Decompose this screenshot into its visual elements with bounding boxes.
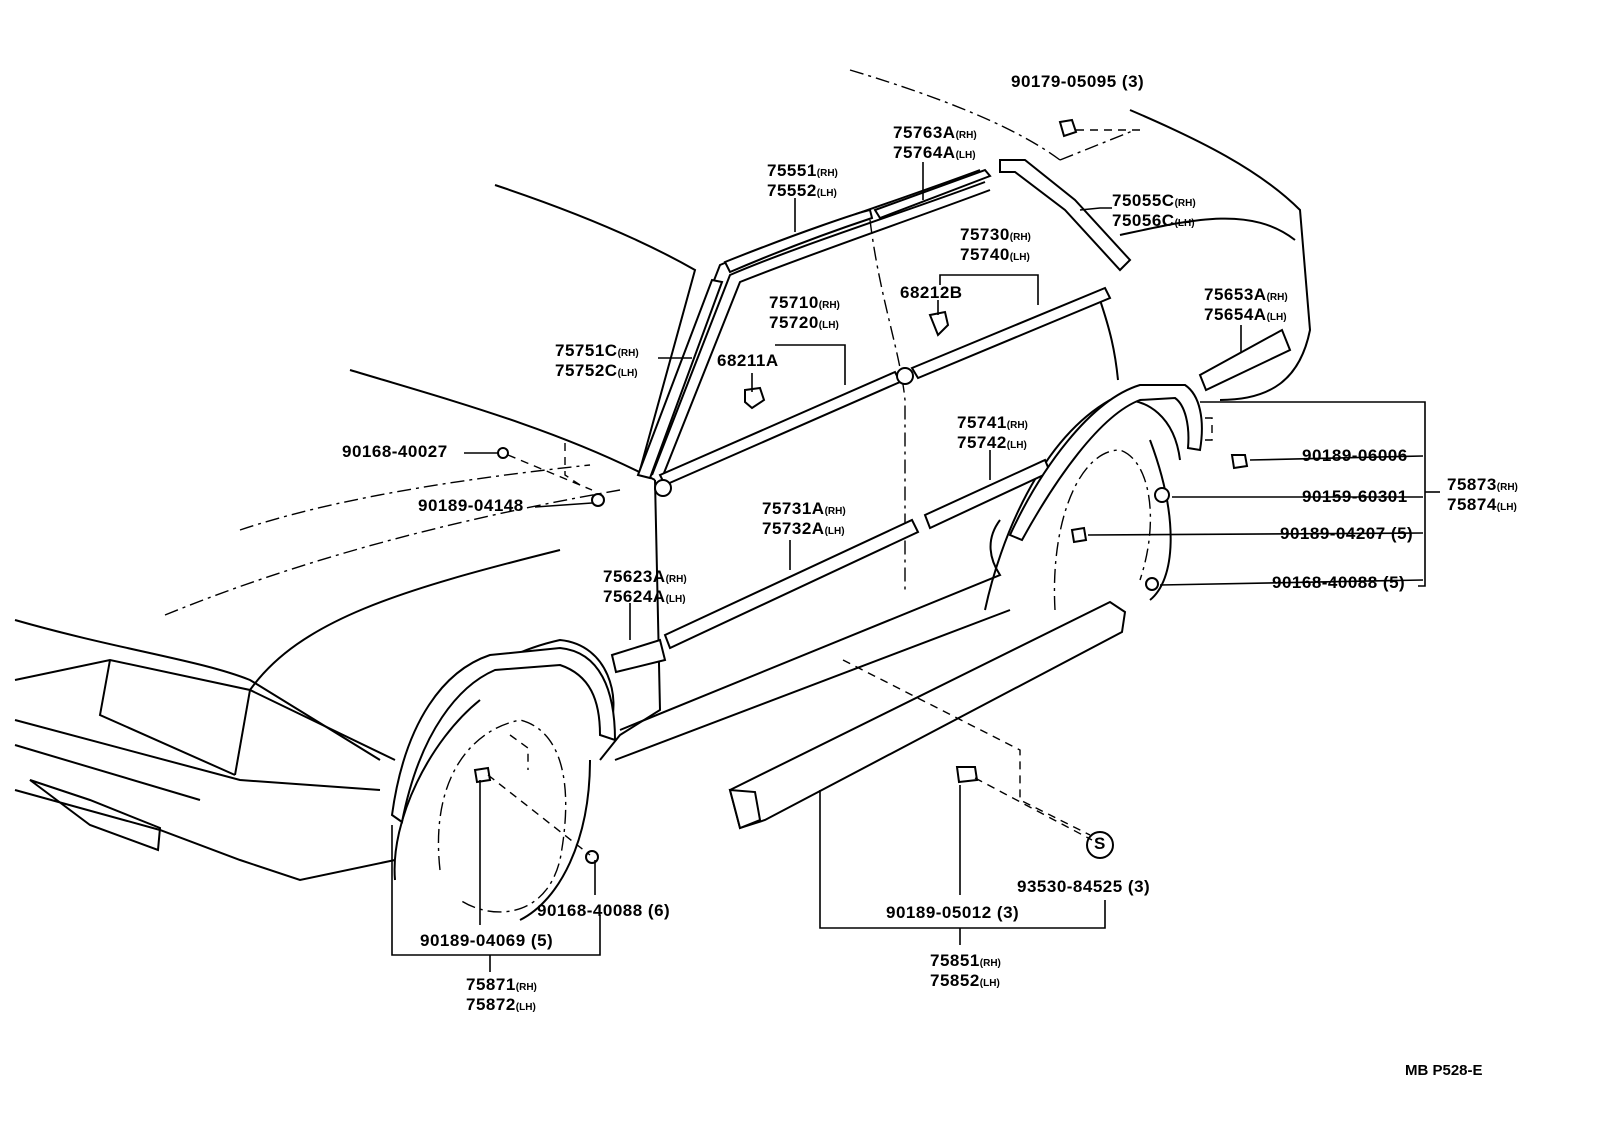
label-75763A-75764A: 75763A(RH) 75764A(LH) xyxy=(893,123,977,162)
label-75751C-75752C: 75751C(RH) 75752C(LH) xyxy=(555,341,639,380)
label-75623A-75624A: 75623A(RH) 75624A(LH) xyxy=(603,567,687,606)
label-75653A-75654A: 75653A(RH) 75654A(LH) xyxy=(1204,285,1288,324)
label-75741-75742: 75741(RH) 75742(LH) xyxy=(957,413,1028,452)
label-68211A: 68211A xyxy=(717,351,779,370)
label-75873-75874: 75873(RH) 75874(LH) xyxy=(1447,475,1518,514)
label-75055C-75056C: 75055C(RH) 75056C(LH) xyxy=(1112,191,1196,230)
label-75710-75720: 75710(RH) 75720(LH) xyxy=(769,293,840,332)
label-90159-60301: 90159-60301 xyxy=(1302,487,1408,506)
label-75731A-75732A: 75731A(RH) 75732A(LH) xyxy=(762,499,846,538)
label-75851-75852: 75851(RH) 75852(LH) xyxy=(930,951,1001,990)
leader-lines xyxy=(391,129,1440,972)
label-90189-04069: 90189-04069 (5) xyxy=(420,931,554,950)
diagram-code: MB P528-E xyxy=(1405,1062,1483,1079)
s-marker-label: S xyxy=(1094,834,1106,853)
label-90189-06006: 90189-06006 xyxy=(1302,446,1408,465)
label-90179-05095: 90179-05095 (3) xyxy=(1011,72,1145,91)
label-90189-05012: 90189-05012 (3) xyxy=(886,903,1020,922)
label-90189-04207: 90189-04207 (5) xyxy=(1280,524,1414,543)
label-93530-84525: 93530-84525 (3) xyxy=(1017,877,1151,896)
label-75871-75872: 75871(RH) 75872(LH) xyxy=(466,975,537,1014)
label-75730-75740: 75730(RH) 75740(LH) xyxy=(960,225,1031,264)
label-75551-75552: 75551(RH) 75552(LH) xyxy=(767,161,838,200)
label-90168-40088-5: 90168-40088 (5) xyxy=(1272,573,1406,592)
label-90189-04148: 90189-04148 xyxy=(418,496,524,515)
label-90168-40027: 90168-40027 xyxy=(342,442,448,461)
label-90168-40088-6: 90168-40088 (6) xyxy=(537,901,671,920)
molding-parts xyxy=(390,159,1292,830)
fasteners xyxy=(473,118,1249,864)
label-68212B: 68212B xyxy=(900,283,963,302)
